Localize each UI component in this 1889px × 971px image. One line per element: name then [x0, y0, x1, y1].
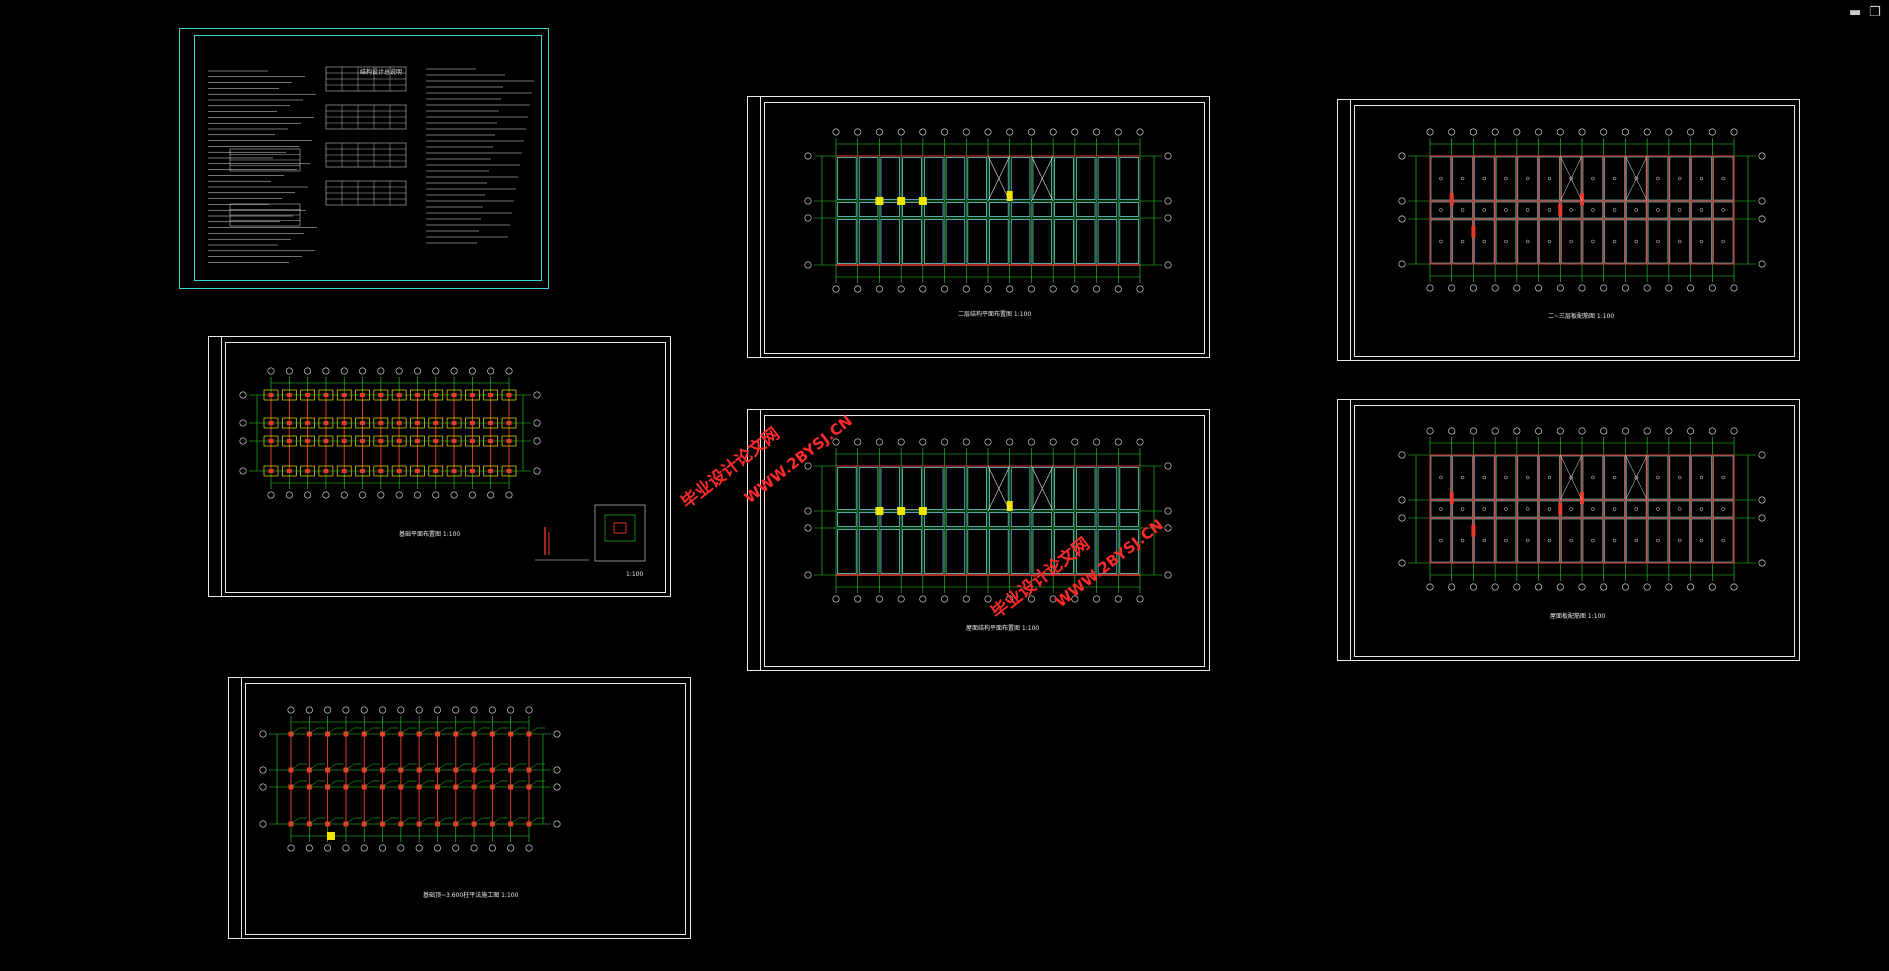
notes-drawing: [208, 66, 534, 263]
sheet-slab-reinforcement-b[interactable]: 屋面板配筋图 1:100: [1337, 399, 1800, 661]
floor-a-caption: 二层结构平面布置图 1:100: [958, 311, 1032, 318]
notes-title: 结构设计总说明: [360, 69, 403, 76]
detail-caption: 1:100: [626, 571, 644, 578]
slab-a-caption: 二~三层板配筋图 1:100: [1548, 313, 1615, 320]
slab-b-drawing: [1398, 427, 1766, 591]
title-block: [1338, 400, 1351, 660]
sheet-foundation-plan[interactable]: 基础平面布置图 1:100 1:100: [208, 336, 671, 597]
restore-button[interactable]: ❐: [1869, 5, 1881, 20]
foundation-drawing: [239, 367, 646, 562]
sheet-slab-reinforcement-a[interactable]: 二~三层板配筋图 1:100: [1337, 99, 1800, 361]
title-block: [1338, 100, 1351, 360]
floor-a-drawing: [804, 128, 1172, 293]
sheet-design-notes[interactable]: 结构设计总说明: [179, 28, 549, 289]
title-block: [748, 97, 761, 357]
slab-b-caption: 屋面板配筋图 1:100: [1550, 613, 1606, 620]
slab-a-drawing: [1398, 128, 1766, 292]
floor-b-drawing: [804, 438, 1172, 603]
sheet-column-plan[interactable]: 基础顶~3.600柱平法施工图 1:100: [228, 677, 691, 939]
title-block: [748, 410, 761, 670]
sheet-floor-framing-a[interactable]: 二层结构平面布置图 1:100: [747, 96, 1210, 358]
floor-b-caption: 屋面结构平面布置图 1:100: [966, 625, 1040, 632]
column-drawing: [259, 706, 561, 852]
minimize-button[interactable]: ▬: [1849, 5, 1862, 20]
foundation-caption: 基础平面布置图 1:100: [399, 531, 461, 538]
sheet-floor-framing-b[interactable]: 屋面结构平面布置图 1:100: [747, 409, 1210, 671]
column-caption: 基础顶~3.600柱平法施工图 1:100: [423, 892, 519, 899]
title-block: [209, 337, 222, 596]
title-block: [229, 678, 242, 938]
